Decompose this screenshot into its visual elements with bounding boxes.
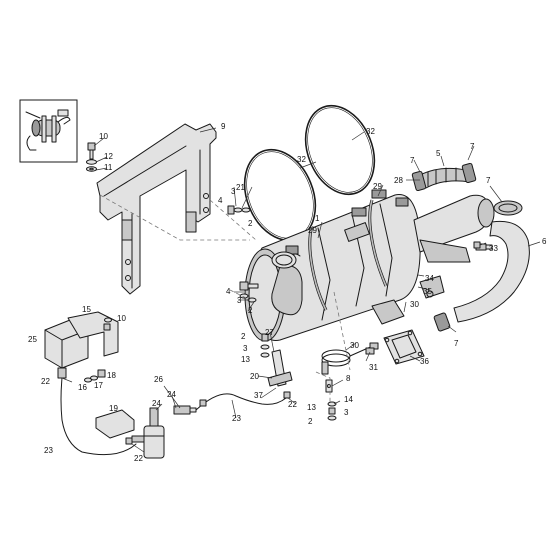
callout-6: 6 <box>542 237 547 246</box>
callout-12: 12 <box>104 152 113 161</box>
callout-27: 27 <box>265 328 274 337</box>
callout-16: 16 <box>78 383 87 392</box>
callout-2: 2 <box>248 306 253 315</box>
filter-unit <box>131 407 165 459</box>
callout-26: 26 <box>154 375 163 384</box>
callout-1: 1 <box>315 214 320 223</box>
callout-24: 24 <box>167 390 176 399</box>
callout-24: 24 <box>152 399 161 408</box>
callout-13: 13 <box>307 403 316 412</box>
callout-8: 8 <box>346 374 351 383</box>
callout-20: 20 <box>250 372 259 381</box>
callout-2: 2 <box>248 219 253 228</box>
sensor-coil <box>321 342 379 375</box>
callout-10: 10 <box>117 314 126 323</box>
tail-pipe <box>433 200 530 332</box>
callout-9: 9 <box>221 122 226 131</box>
callout-3: 3 <box>231 187 236 196</box>
callout-37: 37 <box>254 391 263 400</box>
callout-30: 30 <box>350 341 359 350</box>
callout-22: 22 <box>134 454 143 463</box>
callout-28: 28 <box>394 176 403 185</box>
callout-7: 7 <box>454 339 459 348</box>
bolt-stack-upper <box>86 142 97 172</box>
callout-7: 7 <box>486 176 491 185</box>
callout-31: 31 <box>369 363 378 372</box>
callout-3: 3 <box>237 296 242 305</box>
assembly-lines <box>99 194 351 402</box>
mounting-feet <box>371 275 445 325</box>
callout-7: 7 <box>410 156 415 165</box>
inset-view <box>19 99 78 163</box>
callout-14: 14 <box>344 395 353 404</box>
flange-gasket <box>383 329 425 365</box>
callout-22: 22 <box>41 377 50 386</box>
callout-19: 19 <box>109 404 118 413</box>
bolt-stack-16-18 <box>84 369 106 383</box>
flex-hose <box>411 162 477 192</box>
callout-23: 23 <box>232 414 241 423</box>
bolt-stack-lower <box>327 401 337 421</box>
bracket-27 <box>267 349 293 387</box>
callout-11: 11 <box>104 163 113 172</box>
callout-17: 17 <box>94 381 103 390</box>
bolt-10-lower <box>103 317 112 331</box>
bolt-stack-13 <box>260 333 270 358</box>
callout-30: 30 <box>410 300 419 309</box>
bolt-stack-4 <box>239 281 259 303</box>
callout-32: 32 <box>297 155 306 164</box>
callout-29: 29 <box>373 182 382 191</box>
callout-5: 5 <box>436 149 441 158</box>
callout-3: 3 <box>344 408 349 417</box>
callout-33: 33 <box>489 244 498 253</box>
callout-22: 22 <box>288 400 297 409</box>
mounting-bracket <box>96 123 217 295</box>
callout-13: 13 <box>241 355 250 364</box>
outlet-pipe <box>413 194 495 263</box>
callout-32: 32 <box>366 127 375 136</box>
callout-34: 34 <box>425 274 434 283</box>
callout-3: 3 <box>243 344 248 353</box>
inlet-elbow <box>271 251 303 316</box>
callout-15: 15 <box>82 305 91 314</box>
callout-36: 36 <box>420 357 429 366</box>
callout-4: 4 <box>218 196 223 205</box>
leader-lines <box>61 127 541 453</box>
callout-21: 21 <box>236 183 245 192</box>
callout-labels: 1 2 2 2 2 3 3 3 3 4 4 5 6 7 7 7 7 8 9 10… <box>28 122 547 463</box>
callout-35: 35 <box>423 287 432 296</box>
callout-25: 25 <box>28 335 37 344</box>
callout-4: 4 <box>226 287 231 296</box>
callout-2: 2 <box>241 332 246 341</box>
callout-29: 29 <box>308 226 317 235</box>
callout-2: 2 <box>308 417 313 426</box>
callout-7: 7 <box>470 142 475 151</box>
bracket-19 <box>95 409 135 439</box>
bracket-15 <box>67 311 119 357</box>
bolt-stack-21 <box>227 205 251 215</box>
sensor-26 <box>173 405 197 415</box>
callout-23: 23 <box>44 446 53 455</box>
clip-8 <box>325 379 333 393</box>
callout-18: 18 <box>107 371 116 380</box>
lines-23 <box>60 377 291 456</box>
callout-10: 10 <box>99 132 108 141</box>
